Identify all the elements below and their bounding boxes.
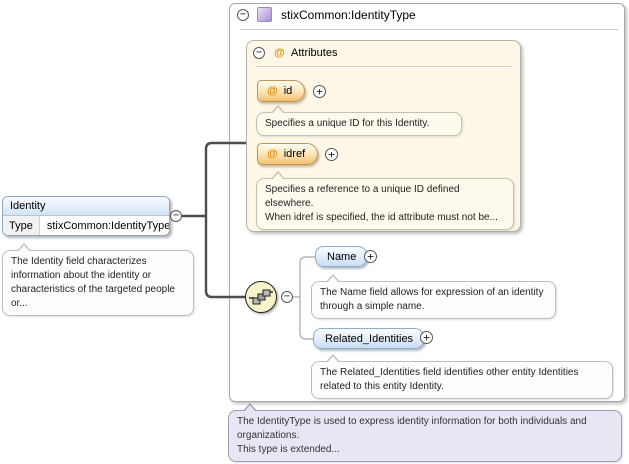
attribute-id-label: id (283, 85, 293, 97)
identity-name-label: Identity (10, 200, 46, 212)
name-tooltip: The Name field allows for expression of … (311, 274, 556, 319)
expand-name-button[interactable]: + (364, 250, 377, 263)
element-related-identities-label: Related_Identities (325, 332, 414, 345)
identity-type-value: stixCommon:IdentityType (39, 216, 169, 235)
identity-element-box[interactable]: Identity Type stixCommon:IdentityType (2, 196, 170, 236)
collapse-root-button[interactable]: − (237, 9, 249, 21)
identity-tooltip-text: The Identity field characterizes informa… (11, 256, 175, 309)
idref-tooltip-line2: When idref is specified, the id attribut… (265, 212, 498, 223)
element-name[interactable]: Name (315, 246, 369, 267)
id-tooltip: Specifies a unique ID for this Identity. (256, 105, 462, 136)
related-identities-tooltip: The Related_Identities field identifies … (311, 354, 613, 399)
identity-type-row: Type stixCommon:IdentityType (3, 216, 169, 235)
expand-idref-button[interactable]: + (325, 148, 338, 161)
identitytype-doc-tooltip: The IdentityType is used to express iden… (228, 403, 622, 462)
attribute-idref-label: idref (283, 148, 306, 160)
attribute-id[interactable]: @ id (257, 80, 306, 102)
expand-related-identities-button[interactable]: + (420, 331, 433, 344)
identity-type-label: Type (3, 216, 40, 235)
identity-tooltip: The Identity field characterizes informa… (2, 243, 194, 316)
expand-id-button[interactable]: + (313, 85, 326, 98)
element-name-label: Name (327, 250, 357, 263)
complextype-icon (257, 7, 272, 22)
idref-tooltip-line1: Specifies a reference to a unique ID def… (265, 184, 460, 209)
complextype-title: stixCommon:IdentityType (281, 8, 416, 22)
attributes-divider (256, 66, 511, 68)
attributes-header-label: Attributes (291, 47, 338, 59)
identitytype-doc-line2: This type is extended... (237, 444, 340, 455)
name-tooltip-text: The Name field allows for expression of … (320, 287, 544, 312)
collapse-sequence-button[interactable]: − (281, 291, 293, 303)
attribute-idref[interactable]: @ idref (257, 143, 319, 165)
header-divider (240, 29, 618, 31)
identity-name-row: Identity (3, 197, 169, 216)
element-related-identities[interactable]: Related_Identities (313, 328, 426, 349)
idref-tooltip: Specifies a reference to a unique ID def… (256, 171, 514, 230)
identitytype-doc-line1: The IdentityType is used to express iden… (237, 416, 587, 441)
collapse-attributes-button[interactable]: − (253, 47, 265, 59)
sequence-compositor[interactable] (245, 281, 277, 313)
id-tooltip-text: Specifies a unique ID for this Identity. (265, 118, 430, 129)
related-identities-tooltip-text: The Related_Identities field identifies … (320, 367, 579, 392)
at-icon: @ (267, 85, 278, 97)
collapse-identity-button[interactable]: − (170, 210, 182, 222)
at-icon: @ (267, 148, 278, 160)
sequence-icon (249, 289, 273, 305)
attributes-at-icon: @ (274, 47, 285, 59)
